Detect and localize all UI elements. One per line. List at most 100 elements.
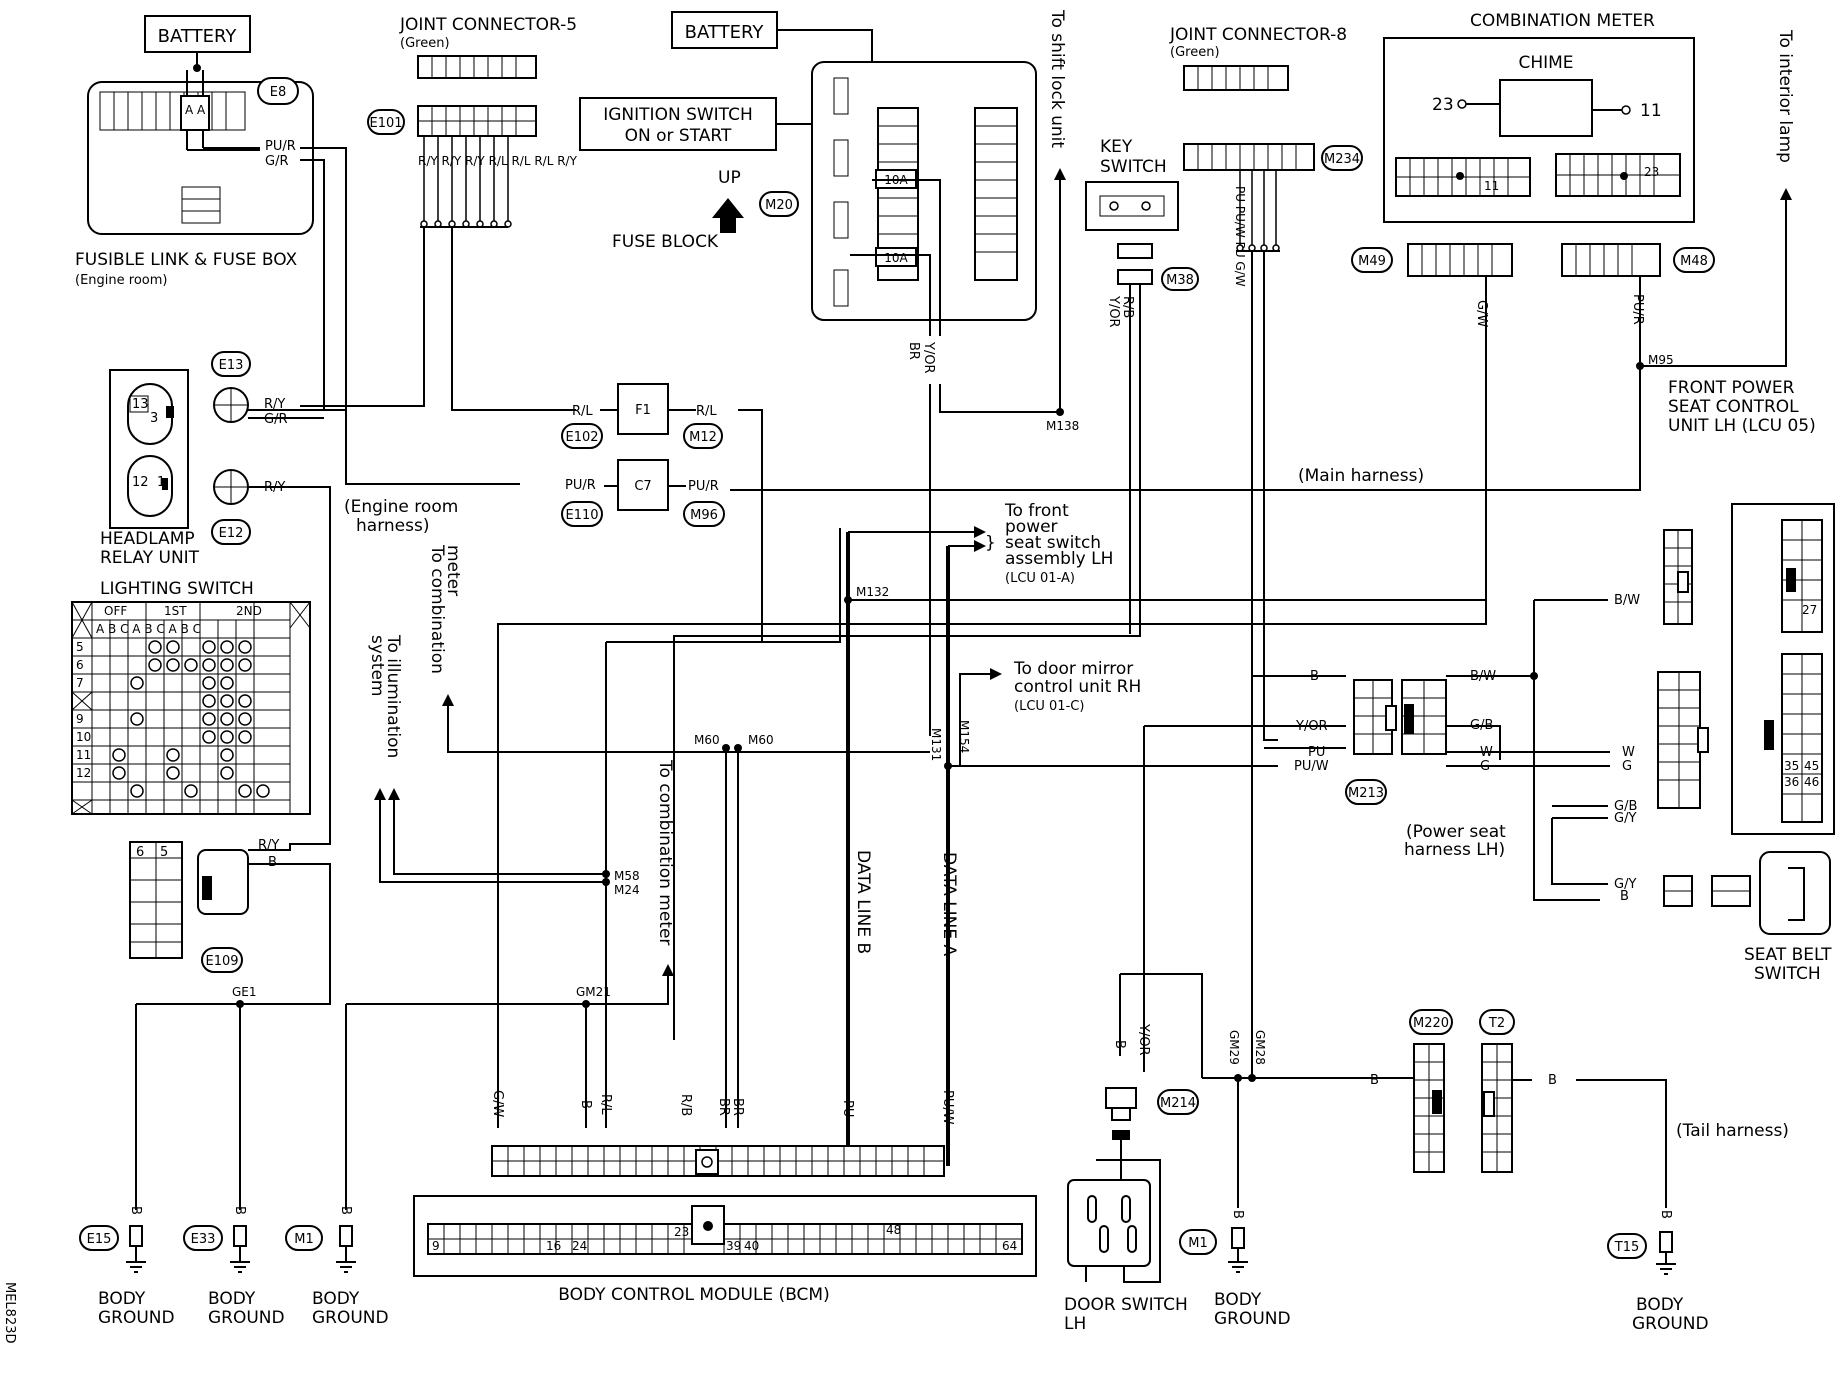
m220-label: M220 — [1413, 1016, 1449, 1031]
wire-b-e109: B — [268, 855, 277, 870]
ps-harness-1: (Power seat — [1406, 822, 1506, 842]
wire-ry-e13: R/Y — [264, 397, 285, 412]
fuse-block-label: FUSE BLOCK — [612, 232, 719, 252]
battery-left-box — [144, 15, 251, 53]
chime-label: CHIME — [1518, 53, 1573, 73]
svg-text:B: B — [338, 1206, 353, 1215]
wire-puw-m213: PU/W — [1294, 759, 1329, 774]
m38-label: M38 — [1166, 273, 1194, 288]
bg1-1: BODY — [98, 1289, 146, 1309]
key-switch-2: SWITCH — [1100, 157, 1167, 177]
wire-gr-e13: G/R — [264, 412, 288, 427]
wire-b-t2: B — [1548, 1073, 1557, 1088]
bcm-name: BODY CONTROL MODULE (BCM) — [558, 1285, 829, 1305]
to-illum-1: To illumination — [383, 634, 403, 758]
svg-text:B: B — [232, 1206, 247, 1215]
m96-label: M96 — [690, 508, 718, 523]
to-combo-meter-v: To combination meter — [655, 759, 675, 945]
jc8-wire-labels: PU PU/W PU G/W — [1233, 186, 1247, 287]
bg5-2: GROUND — [1632, 1314, 1709, 1334]
fpscu-2: SEAT CONTROL — [1668, 397, 1799, 417]
ign-switch-line1: IGNITION SWITCH — [603, 105, 752, 125]
svg-text:B: B — [128, 1206, 143, 1215]
front-seat-arrow-2-icon — [974, 540, 986, 552]
bcm-pin-16: 16 — [546, 1239, 561, 1253]
to-door-mirror-2: control unit RH — [1014, 677, 1141, 697]
bcm-pin-24: 24 — [572, 1239, 587, 1253]
e12-label: E12 — [219, 526, 244, 541]
wire-b-t15: B — [1658, 1210, 1673, 1219]
m138-label: M138 — [1046, 419, 1079, 433]
data-line-b: DATA LINE B — [853, 850, 873, 954]
jc5-wire-labels: R/Y R/Y R/Y R/L R/L R/L R/Y — [418, 154, 578, 168]
fpscu-3: UNIT LH (LCU 05) — [1668, 416, 1816, 436]
seat-belt-switch-box — [1759, 851, 1831, 935]
ls-row6: 6 — [76, 658, 84, 672]
ls-row5: 5 — [76, 640, 84, 654]
bg4-1: BODY — [1214, 1290, 1262, 1310]
svg-text:R/L: R/L — [598, 1094, 613, 1115]
e15-label: E15 — [87, 1232, 112, 1247]
hr-13: 13 — [132, 397, 149, 412]
svg-text:A A: A A — [185, 103, 206, 117]
jc5-title: JOINT CONNECTOR-5 — [399, 15, 577, 35]
to-front-seat-1: To front — [1004, 501, 1069, 521]
m214-label: M214 — [1160, 1096, 1196, 1111]
wire-g-2: G — [1622, 759, 1632, 774]
wire-pur-top: PU/R — [265, 139, 296, 154]
pin-23-label: 23 — [1432, 95, 1454, 115]
ls-off: OFF — [104, 604, 127, 618]
pin-27: 27 — [1802, 603, 1817, 617]
engine-harness-1: (Engine room — [344, 497, 458, 517]
m154-label: M154 — [957, 720, 971, 753]
e101-label: E101 — [369, 116, 402, 131]
ls-2nd: 2ND — [236, 604, 262, 618]
bcm-pin-40: 40 — [744, 1239, 759, 1253]
joint-connector-5: JOINT CONNECTOR-5 (Green) E101 R/Y R/Y R… — [367, 15, 578, 228]
m12-label: M12 — [689, 430, 717, 445]
to-shift-lock: To shift lock unit — [1047, 9, 1067, 148]
m60b-label: M60 — [748, 733, 774, 747]
bg4-2: GROUND — [1214, 1309, 1291, 1329]
m24-label: M24 — [614, 883, 640, 897]
to-combo-meter-2: meter — [443, 545, 463, 596]
battery-mid-label: BATTERY — [685, 22, 765, 43]
wire-b-m220: B — [1370, 1073, 1379, 1088]
ls-row7: 7 — [76, 676, 84, 690]
fpscu-1: FRONT POWER — [1668, 378, 1795, 398]
bcm-pin-23: 23 — [674, 1225, 689, 1239]
m131-label: M131 — [929, 728, 943, 761]
m20-label: M20 — [765, 198, 793, 213]
gm21-label: GM21 — [576, 985, 611, 999]
to-front-seat-2: power — [1005, 517, 1058, 537]
main-harness: (Main harness) — [1298, 466, 1424, 486]
wire-b-m1: B — [1230, 1210, 1245, 1219]
bcm-pin-48: 48 — [886, 1223, 901, 1237]
ge1-label: GE1 — [232, 985, 257, 999]
bg3-2: GROUND — [312, 1308, 389, 1328]
svg-text:}: } — [985, 533, 996, 553]
bcm-pin-39: 39 — [726, 1239, 741, 1253]
bg3-1: BODY — [312, 1289, 360, 1309]
wire-b-sb: B — [1620, 889, 1629, 904]
fusible-link-fuse-box: BATTERY A A E8 PU/R G/R FUSIBLE LINK & F… — [75, 15, 314, 288]
m1b-label: M1 — [1188, 1236, 1208, 1251]
lighting-switch-table: OFF 1ST 2ND A B C A B C A B C 5 6 7 9 10… — [71, 601, 311, 815]
hr-12: 12 — [132, 475, 149, 490]
mel-code: MEL823D — [2, 1282, 17, 1344]
interior-lamp-arrow-icon — [1780, 188, 1792, 200]
svg-text:R/B: R/B — [678, 1094, 693, 1116]
e33-label: E33 — [191, 1232, 216, 1247]
svg-text:BR: BR — [730, 1098, 745, 1116]
wire-gb-2: G/B — [1614, 799, 1637, 814]
fuse-10a-2: 10A — [884, 251, 908, 265]
left-grounds: B B B E15 E33 M1 BODY GROUND BODY GROUND… — [79, 1206, 389, 1328]
headlamp-2: RELAY UNIT — [100, 548, 200, 568]
lighting-switch-label: LIGHTING SWITCH — [100, 579, 254, 599]
ign-switch-line2: ON or START — [625, 126, 732, 146]
pin-11b: 11 — [1484, 179, 1499, 193]
bcm-wire-labels: G/W B R/L R/B BR BR PU PU/W — [490, 1090, 955, 1125]
svg-text:PU/W: PU/W — [940, 1090, 955, 1125]
shift-lock-arrow-icon — [1054, 168, 1066, 180]
